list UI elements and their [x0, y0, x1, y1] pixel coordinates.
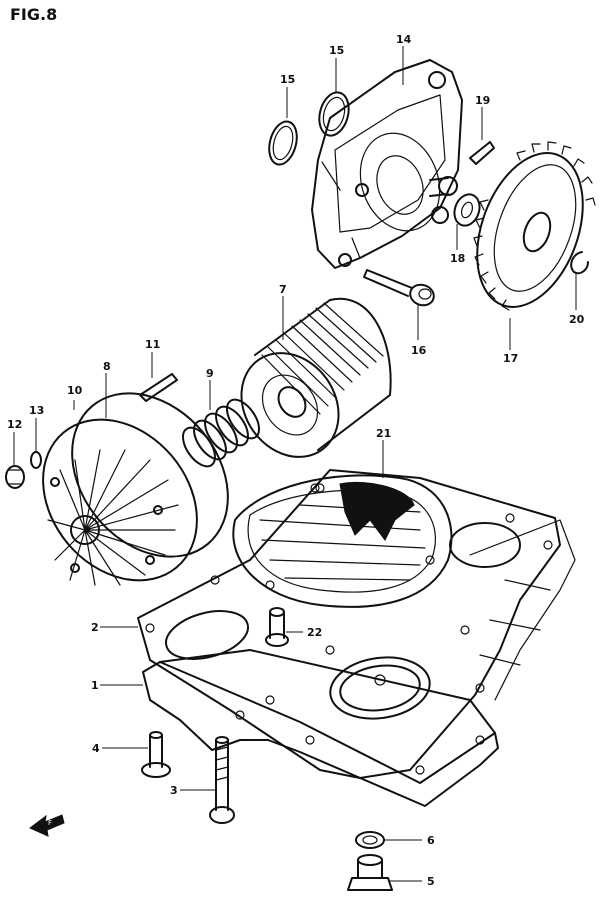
cover-washer	[30, 451, 42, 469]
callout-6: 6	[427, 834, 435, 847]
callout-17: 17	[503, 352, 518, 365]
cover-bolt	[5, 465, 25, 489]
callout-18: 18	[450, 252, 465, 265]
figure-title: FIG.8	[10, 5, 57, 24]
oil-pan-gasket	[137, 469, 561, 779]
callout-11: 11	[145, 338, 160, 351]
callout-1: 1	[91, 679, 99, 692]
callout-7: 7	[279, 283, 287, 296]
oil-filter	[240, 297, 392, 458]
o-ring-right	[318, 91, 350, 137]
callout-10: 10	[67, 384, 83, 397]
callout-16: 16	[411, 344, 427, 357]
oil-strainer	[232, 474, 453, 608]
callout-15-left: 15	[280, 73, 295, 86]
circlip	[570, 251, 589, 275]
callout-labels: 1 2 3 4 5 6 7 8 9 10 11 12 13 14 15 15 1…	[7, 33, 585, 888]
svg-text:F: F	[48, 819, 52, 827]
callout-5: 5	[427, 875, 435, 888]
drain-washer	[355, 831, 385, 849]
callout-19: 19	[475, 94, 490, 107]
callout-9: 9	[206, 367, 214, 380]
callout-2: 2	[91, 621, 99, 634]
front-direction-arrow-icon: F	[29, 814, 65, 837]
callout-13: 13	[29, 404, 44, 417]
drain-plug	[347, 854, 393, 891]
callout-21: 21	[376, 427, 391, 440]
callout-14: 14	[396, 33, 412, 46]
callout-15-right: 15	[329, 44, 344, 57]
oil-filter-cover	[42, 392, 229, 586]
o-ring-left	[268, 120, 298, 166]
oil-pump-body	[311, 59, 463, 269]
callout-4: 4	[92, 742, 100, 755]
oil-pan	[142, 519, 576, 807]
pin	[469, 141, 495, 165]
callout-3: 3	[170, 784, 178, 797]
callout-22: 22	[307, 626, 322, 639]
callout-8: 8	[103, 360, 111, 373]
washer	[453, 193, 481, 227]
callout-20: 20	[569, 313, 585, 326]
oil-pump-gear	[473, 141, 596, 311]
long-bolt	[209, 736, 235, 824]
dowel-pin	[139, 373, 178, 402]
callout-12: 12	[7, 418, 22, 431]
short-bolt	[141, 731, 171, 778]
leader-lines	[13, 46, 577, 882]
strainer-bolt	[265, 607, 289, 647]
pump-mounting-bolt	[363, 269, 435, 307]
